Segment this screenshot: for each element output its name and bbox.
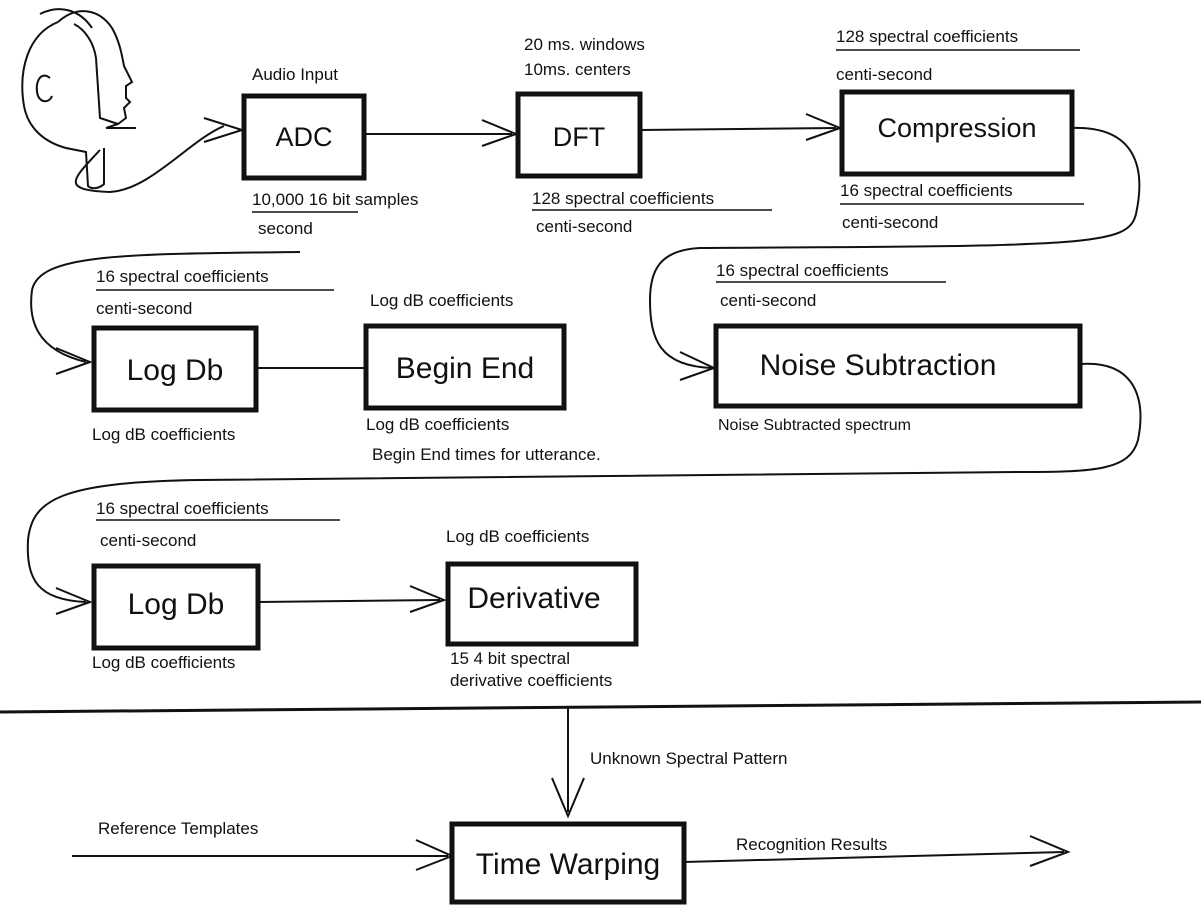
audio-input-label: Audio Input [252,65,338,84]
logdb-block-2: Log Db [91,563,261,651]
derivative-in-label: Log dB coefficients [446,527,589,546]
logdb1-in-denominator: centi-second [96,299,192,318]
arrow-to-adc [203,117,246,143]
derivative-out-line1: 15 4 bit spectral [450,649,570,668]
logdb2-in-numerator: 16 spectral coefficients [96,499,269,518]
logdb1-out-label: Log dB coefficients [92,425,235,444]
derivative-label: Derivative [467,582,600,615]
begin-end-in-label: Log dB coefficients [370,291,513,310]
dft-out-denominator: centi-second [536,217,632,236]
compression-block: Compression [839,89,1075,177]
adc-out-numerator: 10,000 16 bit samples [252,190,418,209]
noise-subtraction-label: Noise Subtraction [760,349,997,382]
dft-block: DFT [515,91,643,179]
compression-out-numerator: 16 spectral coefficients [840,181,1013,200]
noise-in-denominator: centi-second [720,291,816,310]
section-divider [0,700,1201,714]
begin-end-block: Begin End [363,323,567,411]
noise-out-label: Noise Subtracted spectrum [718,417,911,434]
logdb-block-1: Log Db [91,325,259,413]
compression-label: Compression [877,113,1036,143]
adc-label: ADC [275,122,332,152]
logdb2-out-label: Log dB coefficients [92,653,235,672]
noise-subtraction-block: Noise Subtraction [713,323,1083,409]
logdb-1-label: Log Db [127,354,224,387]
dft-label: DFT [553,122,605,152]
compression-out-denominator: centi-second [842,213,938,232]
derivative-out-line2: derivative coefficients [450,671,612,690]
time-warping-block: Time Warping [449,821,687,905]
unknown-pattern-label: Unknown Spectral Pattern [590,749,788,768]
dft-out-numerator: 128 spectral coefficients [532,189,714,208]
derivative-block: Derivative [445,561,639,647]
begin-end-out-line1: Log dB coefficients [366,415,509,434]
speaker-headset-icon [21,8,225,194]
adc-block: ADC [241,93,367,181]
dft-input-line2: 10ms. centers [524,60,631,79]
logdb1-in-numerator: 16 spectral coefficients [96,267,269,286]
logdb2-in-denominator: centi-second [100,531,196,550]
adc-out-denominator: second [258,219,313,238]
noise-in-numerator: 16 spectral coefficients [716,261,889,280]
logdb-2-label: Log Db [128,588,225,621]
reference-templates-label: Reference Templates [98,819,258,838]
recognition-results-label: Recognition Results [736,835,887,854]
compression-in-numerator: 128 spectral coefficients [836,27,1018,46]
time-warping-label: Time Warping [476,848,660,881]
dft-input-line1: 20 ms. windows [524,35,645,54]
begin-end-label: Begin End [396,352,534,385]
begin-end-out-line2: Begin End times for utterance. [372,445,601,464]
compression-in-denominator: centi-second [836,65,932,84]
